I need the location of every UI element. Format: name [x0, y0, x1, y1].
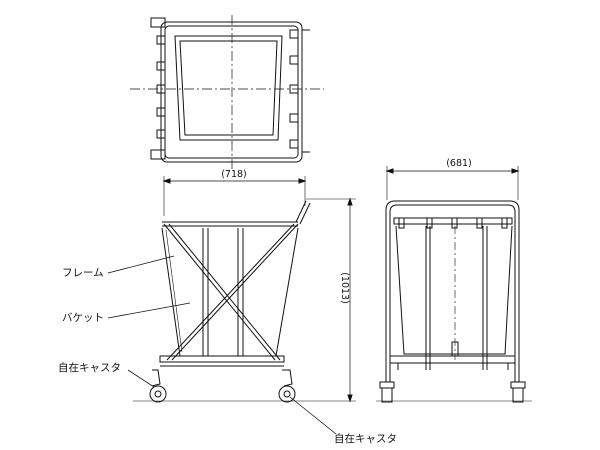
side-view — [376, 166, 532, 403]
width-dimension-side: (681) — [446, 158, 472, 169]
width-dimension-front: (718) — [221, 169, 247, 180]
top-view — [130, 15, 324, 170]
caster-label-left: 自在キャスタ — [58, 361, 121, 374]
leader-lines — [107, 255, 337, 435]
caster-label-bottom: 自在キャスタ — [334, 432, 397, 445]
bucket-label: バケット — [62, 312, 104, 324]
height-dimension: (1013) — [339, 272, 350, 304]
front-view — [133, 176, 356, 403]
frame-label: フレーム — [62, 267, 104, 279]
